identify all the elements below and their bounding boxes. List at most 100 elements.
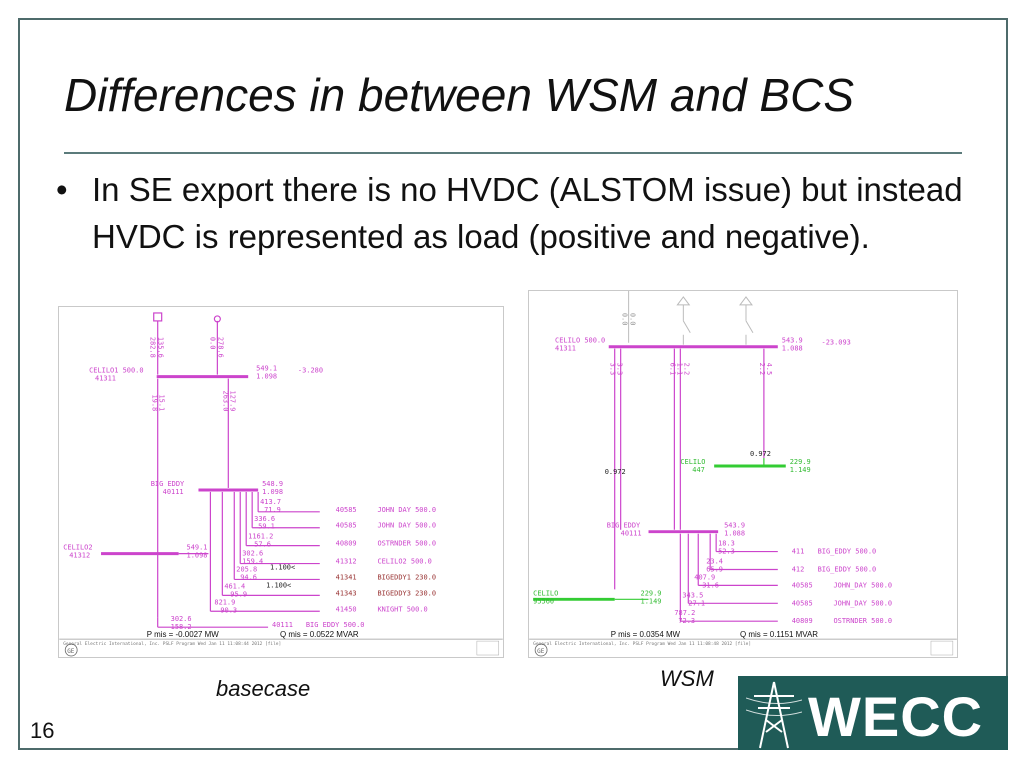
right-line-label-4: 1.1	[675, 363, 683, 376]
left-p-mis: P mis = -0.0027 MW	[147, 630, 219, 639]
left-flow-12: 95.9	[230, 590, 247, 598]
bullet-text: In SE export there is no HVDC (ALSTOM is…	[92, 171, 963, 255]
left-bus1-v2: 1.098	[256, 373, 277, 381]
right-dest-name-4: JOHN_DAY 500.0	[834, 599, 893, 607]
left-footer: General Electric International, Inc. PSL…	[63, 641, 281, 647]
right-flow-2: 52.3	[718, 548, 735, 556]
right-green-v1: 229.9	[790, 458, 811, 466]
left-dest-id-1: 40585	[336, 506, 357, 514]
right-flow-6: 31.6	[702, 581, 719, 589]
right-dest-name-1: BIG_EDDY 500.0	[818, 548, 877, 556]
left-dest-name-5: BIGEDDY1 230.0	[377, 573, 436, 581]
left-flow-2: 71.9	[264, 506, 281, 514]
right-dest-id-2: 412	[792, 565, 805, 573]
left-bottom-q: 158.2	[171, 623, 192, 631]
left-top-label-4: 278.6	[216, 337, 224, 358]
left-dest-name-4: CELILO2 500.0	[377, 558, 431, 566]
left-bottom-name: BIG EDDY 500.0	[306, 621, 365, 629]
wsm-caption: WSM	[660, 666, 714, 691]
right-line-label-2: 3.3	[616, 363, 624, 376]
left-bus2-name: BIG EDDY	[151, 480, 185, 488]
bullet-item: • In SE export there is no HVDC (ALSTOM …	[56, 166, 986, 260]
left-bottom-id: 40111	[272, 621, 293, 629]
left-dest-id-2: 40585	[336, 522, 357, 530]
right-bus2-id: 40111	[621, 530, 642, 538]
right-line-label-6: 2.2	[758, 363, 766, 376]
right-line-label-3: 6.1	[668, 363, 676, 376]
left-dest-id-5: 41341	[336, 573, 357, 581]
right-line-label-1: 3.3	[609, 363, 617, 376]
wsm-diagram: 0.0 0.0 CEL	[528, 290, 958, 658]
left-dest-name-1: JOHN DAY 500.0	[377, 506, 436, 514]
left-line2-q: 127.9	[228, 391, 236, 412]
right-ge-logo-icon: GE	[534, 643, 548, 657]
left-bus3-v1: 549.1	[187, 544, 208, 552]
left-top-label-2: 135.6	[157, 337, 165, 358]
right-green-bus-name: CELILO	[680, 458, 705, 466]
left-flow-9: 205.8	[236, 565, 257, 573]
right-green-bus-id: 447	[692, 466, 705, 474]
left-dest-id-7: 41450	[336, 605, 357, 613]
left-dest-id-3: 40809	[336, 540, 357, 548]
right-dest-name-2: BIG_EDDY 500.0	[818, 565, 877, 573]
left-flow-10: 94.6	[240, 573, 257, 581]
right-bus1-v1: 543.9	[782, 337, 803, 345]
left-flow-1: 413.7	[260, 498, 281, 506]
right-footer: General Electric International, Inc. PSL…	[533, 641, 751, 647]
bullet-dot-icon: •	[56, 171, 68, 208]
right-bus2-v1: 543.9	[724, 522, 745, 530]
svg-text:GE: GE	[67, 648, 75, 655]
right-line-label-5: 2.2	[682, 363, 690, 376]
right-q-mis: Q mis = 0.1151 MVAR	[740, 630, 818, 639]
left-line2-flow: 263.0	[221, 391, 229, 412]
left-flow-4: 59.1	[258, 523, 275, 531]
slide-title: Differences in between WSM and BCS	[64, 69, 855, 121]
right-dest-name-5: OSTRNDER 500.0	[834, 617, 893, 625]
left-line1-q: 15.1	[158, 395, 166, 412]
left-flow-6: 57.6	[254, 541, 271, 549]
left-top-label-1: 282.8	[149, 337, 157, 358]
left-flow-5: 1161.2	[248, 533, 273, 541]
left-bus3-id: 41312	[69, 552, 90, 560]
right-tap-right: 0.972	[750, 450, 771, 458]
right-flow-7: 343.5	[682, 591, 703, 599]
right-line-label-7: 4.5	[765, 363, 773, 376]
left-dest-id-4: 41312	[336, 558, 357, 566]
left-bus1-angle: -3.280	[298, 367, 323, 375]
left-top-label-3: 0.0	[208, 337, 216, 350]
right-bus1-v2: 1.088	[782, 345, 803, 353]
left-bus1-id: 41311	[95, 375, 116, 383]
left-bus1-name: CELILO1 500.0	[89, 367, 143, 375]
right-flow-3: 23.4	[706, 558, 723, 566]
left-bus1-v1: 549.1	[256, 365, 277, 373]
left-flow-3: 336.6	[254, 515, 275, 523]
left-flow-13: 821.9	[214, 598, 235, 606]
right-dest-name-3: JOHN_DAY 500.0	[834, 581, 893, 589]
right-flow-10: 72.3	[678, 617, 695, 625]
right-green2-bus-name: CELILO	[533, 589, 558, 597]
transmission-tower-icon	[746, 681, 802, 749]
right-green2-v2: 1.149	[641, 597, 662, 605]
right-dest-id-1: 411	[792, 548, 805, 556]
left-dest-id-6: 41343	[336, 589, 357, 597]
slide-frame	[18, 18, 1008, 750]
right-tap-left: 0.972	[605, 468, 626, 476]
right-bus2-v2: 1.088	[724, 530, 745, 538]
wecc-logo-text: WECC	[808, 685, 984, 748]
right-p-mis: P mis = 0.0354 MW	[611, 630, 681, 639]
left-bus2-id: 40111	[163, 488, 184, 496]
left-bus2-v2: 1.098	[262, 488, 283, 496]
left-line1-flow: 19.8	[151, 395, 159, 412]
right-green2-bus-id: 95560	[533, 597, 554, 605]
right-flow-9: 787.2	[674, 609, 695, 617]
right-top-label-1: 0.0	[621, 313, 629, 326]
right-bus2-name: BIG EDDY	[607, 522, 641, 530]
svg-text:GE: GE	[537, 648, 545, 655]
left-flow-11: 461.4	[224, 582, 245, 590]
right-flow-8: 27.1	[688, 599, 705, 607]
left-q-mis: Q mis = 0.0522 MVAR	[280, 630, 359, 639]
left-flow-14: 90.3	[220, 606, 237, 614]
right-dest-id-4: 40585	[792, 599, 813, 607]
left-flow-7: 302.6	[242, 550, 263, 558]
left-ge-logo-icon: GE	[64, 643, 78, 657]
